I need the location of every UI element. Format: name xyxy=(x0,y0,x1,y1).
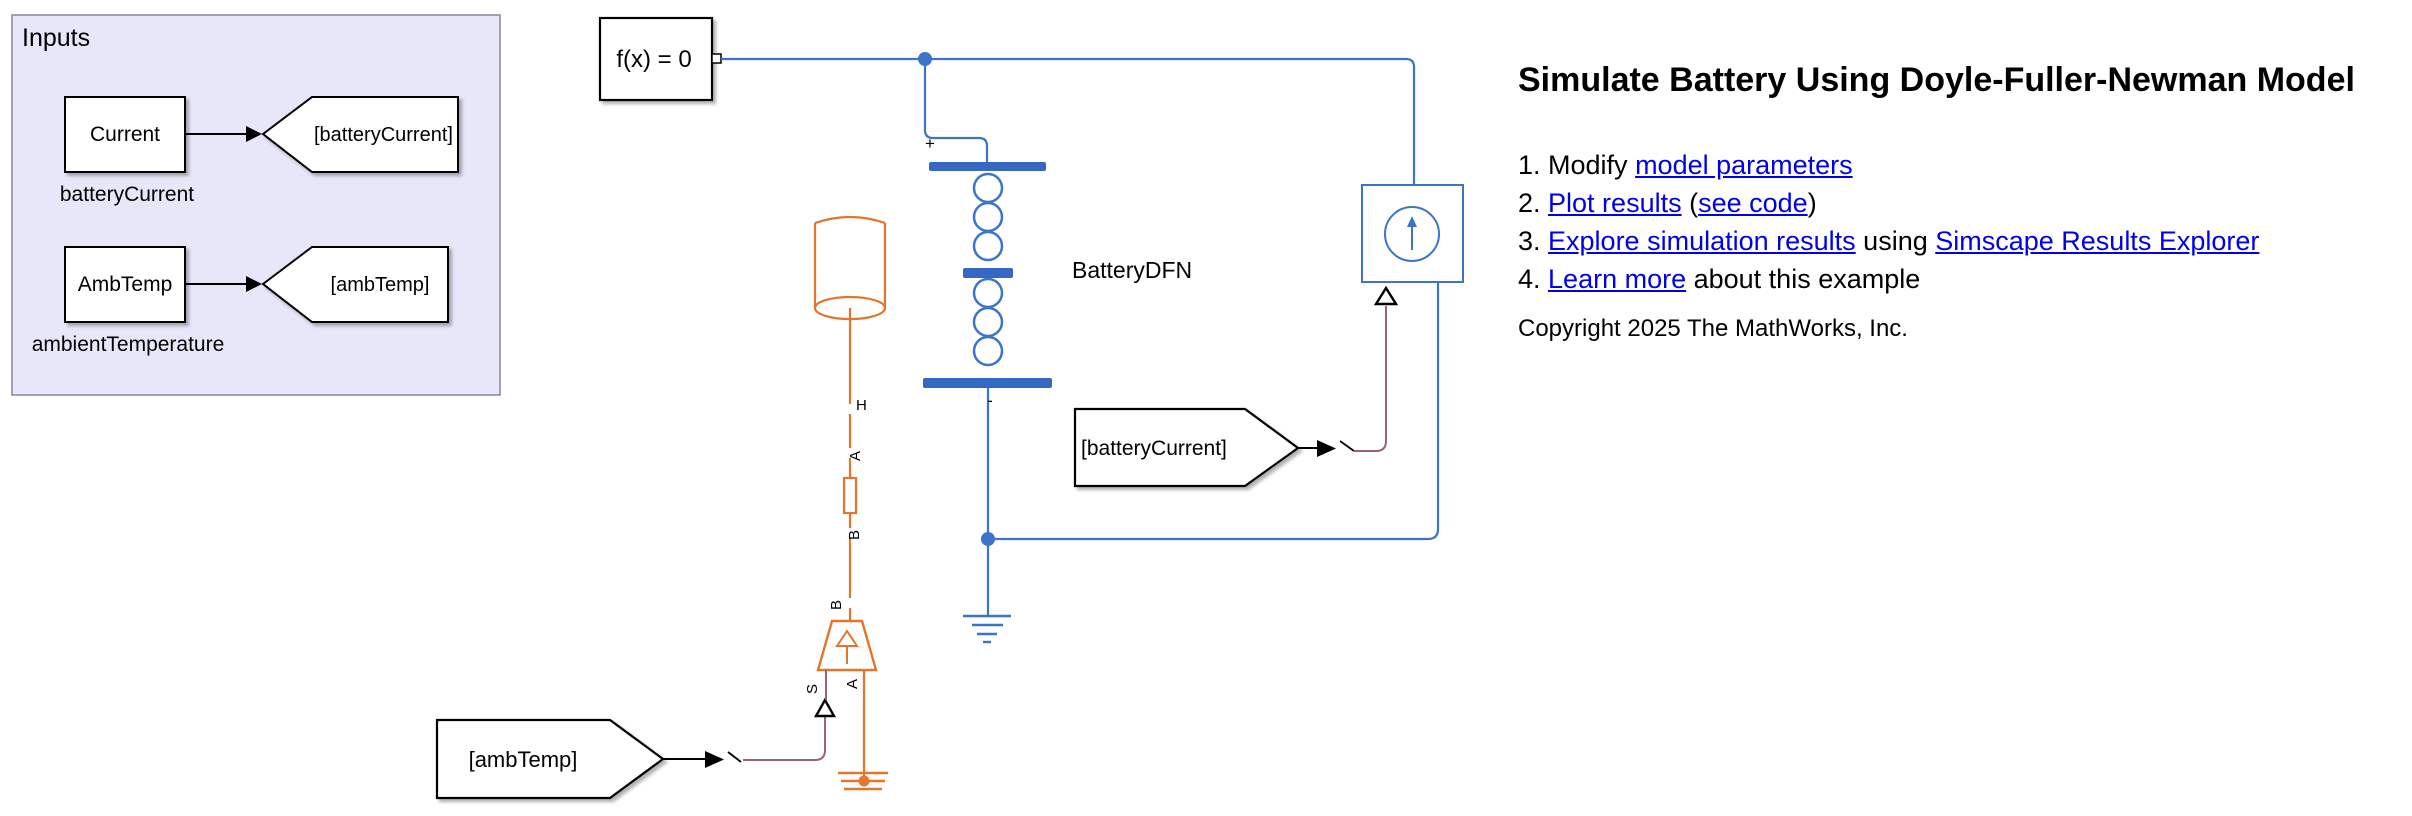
goto-tag-amb-temp-label: [ambTemp] xyxy=(331,274,430,296)
current-input-block-name: batteryCurrent xyxy=(60,183,194,206)
sensor-ps-input-port[interactable] xyxy=(1373,285,1399,306)
electrical-wires xyxy=(721,57,1440,616)
link-explore-simulation-results[interactable]: Explore simulation results xyxy=(1548,226,1856,256)
solver-port[interactable] xyxy=(711,53,722,64)
text-segment: 2. xyxy=(1518,188,1549,218)
description-title: Simulate Battery Using Doyle-Fuller-Newm… xyxy=(1518,61,2355,99)
port-label-b: B xyxy=(846,530,863,540)
implicit-converter-tick xyxy=(1339,440,1355,452)
source-ps-input-port[interactable] xyxy=(813,697,837,718)
battery-top-plate xyxy=(929,162,1046,171)
description-item-4: 4. Learn more about this example xyxy=(1518,260,2408,298)
inputs-area-title: Inputs xyxy=(22,24,90,52)
description-panel: Simulate Battery Using Doyle-Fuller-Newm… xyxy=(1518,60,2408,343)
arrowhead-current-to-goto xyxy=(246,126,262,142)
implicit-converter-tick-2 xyxy=(727,751,742,763)
description-item-1: 1. Modify model parameters xyxy=(1518,146,2408,184)
thermal-network xyxy=(813,215,888,791)
from-tag-amb-temp-label: [ambTemp] xyxy=(469,747,578,772)
current-sensor-block[interactable] xyxy=(1361,184,1464,283)
text-segment: 1. xyxy=(1518,150,1549,180)
battery-bottom-plate xyxy=(923,378,1052,388)
current-input-block-label: Current xyxy=(90,123,160,146)
arrowhead-battery-current-signal xyxy=(1317,440,1336,457)
battery-positive-label: + xyxy=(925,134,935,153)
port-label-b2: B xyxy=(828,600,845,610)
from-tag-battery-current-label: [batteryCurrent] xyxy=(1081,437,1227,460)
text-segment: Modify xyxy=(1548,150,1636,180)
ambtemp-input-block-label: AmbTemp xyxy=(78,273,173,296)
inputs-area-box[interactable] xyxy=(11,14,501,396)
electrical-ground[interactable] xyxy=(963,614,1011,644)
link-simscape-results-explorer[interactable]: Simscape Results Explorer xyxy=(1935,226,2260,256)
thermal-ground-node xyxy=(858,775,870,787)
link-see-code[interactable]: see code xyxy=(1698,188,1808,218)
battery-particles-bottom xyxy=(972,277,1004,367)
goto-tag-battery-current[interactable] xyxy=(261,96,459,173)
port-label-a: A xyxy=(847,451,864,461)
text-segment: 3. xyxy=(1518,226,1549,256)
copyright-text: Copyright 2025 The MathWorks, Inc. xyxy=(1518,315,1908,342)
battery-block-name: BatteryDFN xyxy=(1072,257,1192,283)
ambtemp-input-block-name: ambientTemperature xyxy=(32,333,225,356)
battery-particles-top xyxy=(972,172,1004,262)
solver-configuration: f(x) = 0 xyxy=(598,16,722,102)
link-learn-more[interactable]: Learn more xyxy=(1548,264,1687,294)
temperature-source-block[interactable] xyxy=(816,619,878,672)
text-segment: about this example xyxy=(1686,264,1921,294)
wire-ground-node-to-sensor-bottom[interactable] xyxy=(988,282,1440,541)
goto-tag-battery-current-label: [batteryCurrent] xyxy=(314,124,453,146)
wire-junction-top[interactable] xyxy=(918,52,932,66)
solver-configuration-label: f(x) = 0 xyxy=(616,46,691,73)
ps-wire-to-sensor[interactable] xyxy=(1354,306,1387,452)
description-item-2: 2. Plot results (see code) xyxy=(1518,184,2408,222)
text-segment: ( xyxy=(1681,188,1699,218)
wire-branch-to-battery-positive[interactable] xyxy=(923,59,989,162)
text-segment: 4. xyxy=(1518,264,1549,294)
link-model-parameters[interactable]: model parameters xyxy=(1635,150,1853,180)
text-segment: ) xyxy=(1807,188,1817,218)
arrowhead-amb-temp-signal xyxy=(705,751,724,768)
wire-solver-to-sensor-top[interactable] xyxy=(721,57,1416,185)
goto-tag-amb-temp[interactable] xyxy=(261,246,449,323)
inputs-area: Inputs Current batteryCurrent [batteryCu… xyxy=(11,14,501,396)
description-item-3: 3. Explore simulation results using Sims… xyxy=(1518,222,2408,260)
arrowhead-ambtemp-to-goto xyxy=(246,276,262,292)
current-sensor-circle xyxy=(1384,206,1440,262)
link-plot-results[interactable]: Plot results xyxy=(1548,188,1682,218)
port-label-a2: A xyxy=(844,679,861,689)
from-tag-battery-current[interactable] xyxy=(1073,407,1300,488)
port-label-h: H xyxy=(856,397,867,414)
battery-dfn-block[interactable] xyxy=(923,162,1052,388)
from-tag-amb-temp[interactable] xyxy=(435,718,665,800)
current-sensor-arrowhead xyxy=(1407,216,1417,227)
battery-separator xyxy=(963,268,1013,278)
battery-negative-label: - xyxy=(987,391,993,410)
thermal-mass-block[interactable] xyxy=(813,215,887,321)
wire-junction-bottom[interactable] xyxy=(981,532,995,546)
thermal-resistor-block[interactable] xyxy=(842,476,858,515)
port-label-s: S xyxy=(804,684,821,694)
current-input-block[interactable] xyxy=(64,96,186,173)
text-segment: using xyxy=(1855,226,1936,256)
ps-wire-to-temperature-source[interactable] xyxy=(743,717,826,761)
